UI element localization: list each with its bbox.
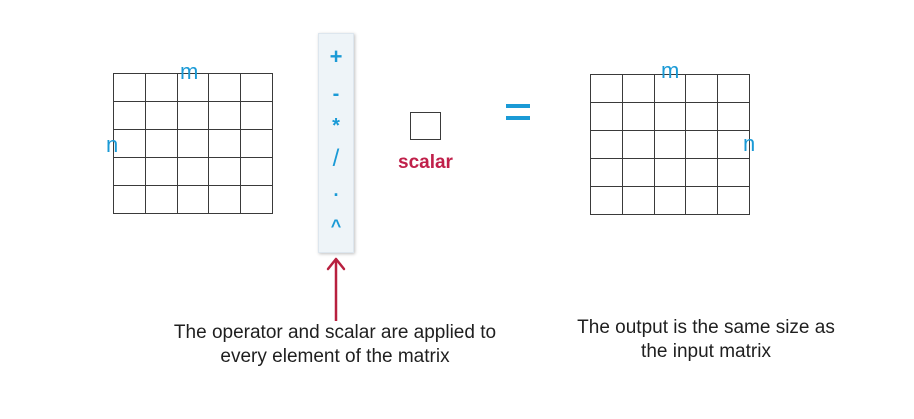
output-matrix-row-label: n: [743, 131, 756, 156]
matrix-cell: [622, 187, 655, 215]
input-matrix-grid: [113, 73, 273, 214]
matrix-cell: [591, 131, 623, 159]
matrix-cell: [145, 130, 178, 158]
matrix-cell: [114, 74, 146, 102]
equals-bar-top: [506, 104, 530, 108]
equals-sign: [506, 104, 530, 128]
matrix-cell: [654, 103, 687, 131]
equals-bar-bottom: [506, 116, 530, 120]
matrix-cell: [622, 159, 655, 187]
matrix-cell: [114, 158, 146, 186]
matrix-cell: [718, 75, 750, 103]
matrix-cell: [654, 159, 687, 187]
matrix-cell: [114, 186, 146, 214]
operator-caption: The operator and scalar are applied to e…: [173, 322, 497, 367]
matrix-cell: [177, 158, 210, 186]
matrix-cell: [177, 74, 210, 102]
matrix-cell: [686, 131, 719, 159]
matrix-cell: [241, 186, 273, 214]
matrix-cell: [591, 159, 623, 187]
up-arrow-icon: [326, 257, 346, 321]
input-matrix-row-label: n: [106, 132, 119, 157]
matrix-cell: [145, 74, 178, 102]
output-caption: The output is the same size as the input…: [577, 317, 835, 362]
matrix-cell: [622, 103, 655, 131]
matrix-cell: [241, 130, 273, 158]
operator-divide: /: [332, 145, 340, 172]
matrix-cell: [209, 74, 242, 102]
matrix-cell: [177, 130, 210, 158]
matrix-cell: [718, 103, 750, 131]
matrix-cell: [209, 130, 242, 158]
matrix-cell: [654, 75, 687, 103]
output-matrix-column-label: m: [661, 58, 680, 83]
output-matrix-grid: [590, 74, 750, 215]
operator-panel: + - * / . ^: [318, 33, 354, 253]
matrix-cell: [622, 131, 655, 159]
operator-plus: +: [329, 44, 343, 69]
matrix-cell: [177, 102, 210, 130]
matrix-cell: [654, 131, 687, 159]
operator-multiply: *: [332, 115, 340, 137]
matrix-cell: [718, 187, 750, 215]
scalar-box: [410, 112, 441, 140]
matrix-cell: [145, 102, 178, 130]
matrix-cell: [114, 130, 146, 158]
matrix-cell: [241, 158, 273, 186]
matrix-cell: [718, 131, 750, 159]
matrix-cell: [209, 186, 242, 214]
operator-dot: .: [333, 180, 339, 200]
matrix-cell: [114, 102, 146, 130]
matrix-cell: [241, 102, 273, 130]
matrix-cell: [145, 186, 178, 214]
matrix-cell: [686, 103, 719, 131]
matrix-cell: [591, 103, 623, 131]
matrix-cell: [177, 186, 210, 214]
matrix-cell: [209, 158, 242, 186]
scalar-label: scalar: [398, 152, 453, 173]
matrix-cell: [241, 74, 273, 102]
matrix-cell: [686, 187, 719, 215]
matrix-cell: [622, 75, 655, 103]
matrix-cell: [591, 187, 623, 215]
matrix-cell: [654, 187, 687, 215]
matrix-cell: [686, 159, 719, 187]
operator-power: ^: [330, 216, 342, 236]
matrix-cell: [209, 102, 242, 130]
input-matrix-column-label: m: [180, 59, 199, 84]
matrix-cell: [718, 159, 750, 187]
matrix-cell: [591, 75, 623, 103]
operator-minus: -: [332, 83, 340, 105]
matrix-cell: [686, 75, 719, 103]
matrix-cell: [145, 158, 178, 186]
